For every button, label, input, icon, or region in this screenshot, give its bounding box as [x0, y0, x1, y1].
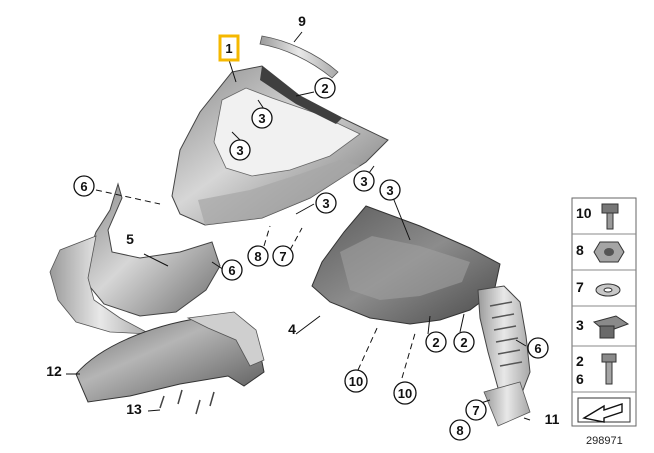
callout-circle [527, 337, 549, 359]
nut-icon [593, 241, 625, 263]
callout-number: 3 [258, 111, 265, 126]
callout-circle [315, 192, 337, 214]
part-label-12: 12 [46, 363, 62, 379]
callout-circle [453, 331, 475, 353]
part-label-4: 4 [288, 321, 296, 337]
callout-number: 7 [279, 249, 286, 264]
callout-2: 2 [453, 331, 475, 353]
fastener-legend: 10 8 7 3 2 6 [571, 197, 637, 427]
callout-number: 6 [228, 263, 235, 278]
callout-number: 3 [386, 183, 393, 198]
callout-10: 10 [344, 369, 368, 393]
fender-bolts [159, 389, 215, 415]
callout-10: 10 [393, 381, 417, 405]
clip-nut-icon [592, 315, 630, 339]
callout-circle [247, 245, 269, 267]
callout-3: 3 [229, 139, 251, 161]
callout-circle [393, 381, 417, 405]
callout-number: 3 [360, 174, 367, 189]
callout-2: 2 [425, 331, 447, 353]
callout-3: 3 [251, 107, 273, 129]
callout-6: 6 [73, 175, 95, 197]
callout-3: 3 [379, 179, 401, 201]
callout-number: 3 [236, 143, 243, 158]
callout-number: 8 [254, 249, 261, 264]
callout-circle [344, 369, 368, 393]
callout-number: 1 [225, 41, 232, 56]
callout-number: 2 [432, 335, 439, 350]
callout-number: 8 [456, 423, 463, 438]
callout-circle [353, 170, 375, 192]
callout-7: 7 [465, 399, 487, 421]
lower-trim-part [49, 182, 221, 335]
callout-number: 10 [349, 374, 363, 389]
legend-label-8: 8 [576, 242, 584, 258]
callout-number: 6 [534, 341, 541, 356]
callout-8: 8 [247, 245, 269, 267]
screw-icon [601, 353, 617, 385]
legend-label-7: 7 [576, 279, 584, 295]
part-label-9: 9 [298, 13, 306, 29]
legend-label-10: 10 [576, 205, 592, 221]
upper-fairing-part [171, 65, 389, 226]
callout-8: 8 [449, 419, 471, 441]
callout-number: 6 [80, 179, 87, 194]
legend-label-2: 2 [576, 353, 584, 369]
legend-label-6: 6 [576, 371, 584, 387]
callout-3: 3 [353, 170, 375, 192]
reference-number: 298971 [586, 435, 623, 447]
callout-circle [229, 139, 251, 161]
part-label-11: 11 [545, 411, 560, 427]
callout-circle [449, 419, 471, 441]
radiator-grille-part [477, 285, 531, 399]
callout-number: 7 [472, 403, 479, 418]
arrow-badge-icon [577, 397, 631, 423]
bolt-icon [601, 203, 619, 230]
legend-label-3: 3 [576, 317, 584, 333]
callout-circle [314, 77, 336, 99]
callout-circle [272, 245, 294, 267]
callout-number: 2 [321, 81, 328, 96]
part-label-5: 5 [126, 231, 134, 247]
callout-circle [379, 179, 401, 201]
callout-6: 6 [221, 259, 243, 281]
front-fender-part [75, 311, 265, 403]
seal-strip-part [259, 35, 339, 79]
highlight-box [218, 34, 240, 62]
small-cover-part [483, 381, 531, 427]
callout-6: 6 [527, 337, 549, 359]
callout-circle [251, 107, 273, 129]
part-label-13: 13 [126, 401, 142, 417]
callout-number: 10 [398, 386, 412, 401]
inner-panel-part [311, 205, 501, 325]
callout-1: 1 [218, 34, 240, 62]
callout-circle [425, 331, 447, 353]
callout-2: 2 [314, 77, 336, 99]
callout-number: 2 [460, 335, 467, 350]
callout-3: 3 [315, 192, 337, 214]
callout-7: 7 [272, 245, 294, 267]
callout-number: 3 [322, 196, 329, 211]
callout-circle [221, 259, 243, 281]
washer-icon [595, 283, 621, 297]
callout-circle [465, 399, 487, 421]
callout-circle [73, 175, 95, 197]
